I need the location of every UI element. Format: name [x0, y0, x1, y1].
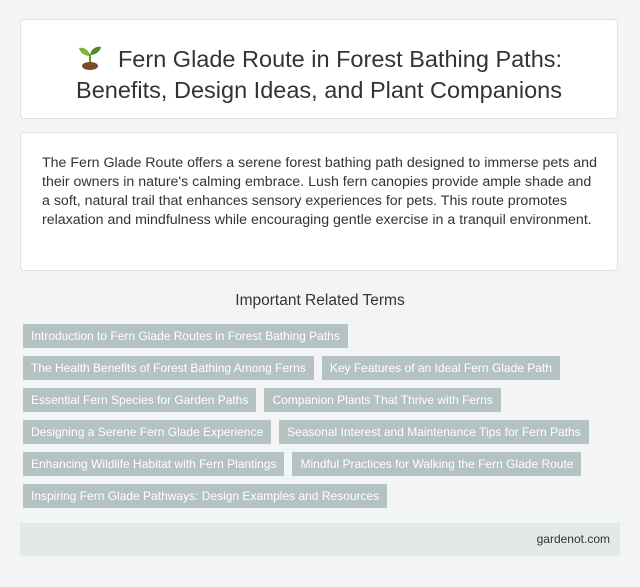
intro-card: The Fern Glade Route offers a serene for…: [20, 132, 618, 271]
related-terms-heading: Important Related Terms: [235, 292, 405, 309]
footer-site-link[interactable]: gardenot.com: [536, 532, 610, 546]
page-title: Fern Glade Route in Forest Bathing Paths…: [21, 44, 617, 106]
related-term-tag[interactable]: Inspiring Fern Glade Pathways: Design Ex…: [23, 484, 388, 508]
related-term-tag[interactable]: Essential Fern Species for Garden Paths: [23, 388, 257, 412]
title-card: Fern Glade Route in Forest Bathing Paths…: [20, 19, 618, 119]
seedling-icon: [78, 46, 101, 70]
related-term-tag[interactable]: Seasonal Interest and Maintenance Tips f…: [279, 420, 589, 444]
title-line-2: Benefits, Design Ideas, and Plant Compan…: [76, 77, 562, 103]
related-term-tag[interactable]: Introduction to Fern Glade Routes in For…: [23, 324, 348, 348]
related-term-tag[interactable]: Designing a Serene Fern Glade Experience: [23, 420, 272, 444]
related-term-tag[interactable]: Enhancing Wildlife Habitat with Fern Pla…: [23, 452, 285, 476]
title-line-1: Fern Glade Route in Forest Bathing Paths…: [117, 46, 563, 72]
intro-paragraph: The Fern Glade Route offers a serene for…: [42, 155, 597, 228]
related-term-tag[interactable]: Mindful Practices for Walking the Fern G…: [292, 452, 582, 476]
related-terms-list: Introduction to Fern Glade Routes in For…: [23, 324, 613, 516]
related-term-tag[interactable]: The Health Benefits of Forest Bathing Am…: [23, 356, 314, 380]
footer: gardenot.com: [20, 523, 620, 556]
related-term-tag[interactable]: Companion Plants That Thrive with Ferns: [264, 388, 501, 412]
related-term-tag[interactable]: Key Features of an Ideal Fern Glade Path: [321, 356, 560, 380]
